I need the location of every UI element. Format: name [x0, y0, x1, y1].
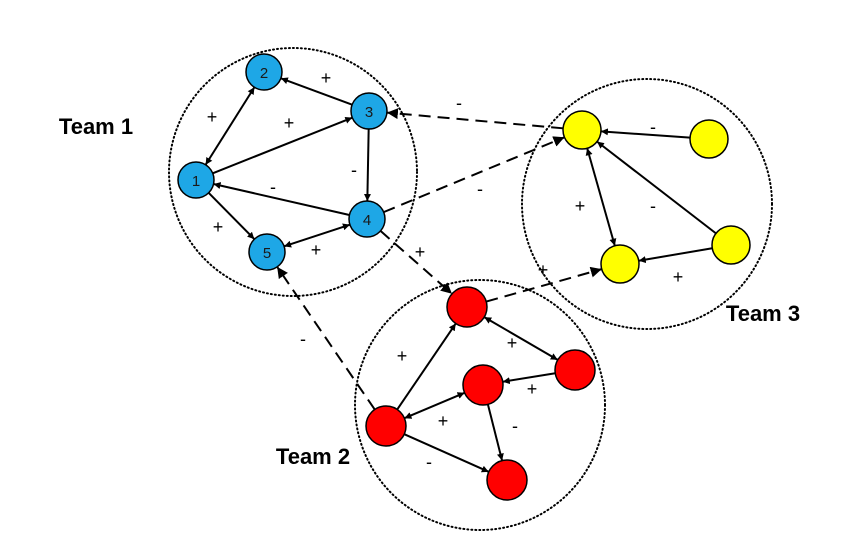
edge-n4-y1: [383, 136, 565, 214]
edge-r4-r5: [403, 433, 490, 473]
node-label-n4: 4: [363, 212, 371, 229]
edge-sign-n4-n1: -: [270, 177, 276, 197]
edge-sign-r4-n5: -: [300, 329, 306, 349]
edge-sign-y1-n3: -: [456, 93, 462, 113]
node-y1: [562, 110, 602, 150]
node-n2: [245, 53, 283, 91]
edge-r4-n5: [276, 266, 376, 411]
edge-sign-y2-y1: -: [650, 117, 656, 137]
edge-n3-n2: [280, 77, 353, 106]
node-r3: [462, 364, 504, 406]
node-label-n2: 2: [260, 65, 268, 82]
node-r2: [554, 349, 596, 391]
node-label-n1: 1: [192, 173, 200, 190]
edges-layer: [204, 77, 717, 473]
edge-y1-n3: [386, 108, 564, 130]
edge-sign-r3-r5: -: [512, 416, 518, 436]
edge-sign-n3-n4: -: [351, 160, 357, 180]
edge-sign-r3-r4: +: [438, 411, 449, 431]
edge-n1-n5: [207, 192, 256, 240]
edge-n3-n4: [363, 128, 371, 202]
edge-sign-r2-r3: +: [527, 379, 538, 399]
node-label-n3: 3: [365, 104, 373, 121]
edge-sign-r4-r5: -: [426, 452, 432, 472]
node-y3: [711, 225, 751, 265]
node-r1: [446, 286, 488, 328]
edge-sign-y3-y4: +: [673, 267, 684, 287]
edge-sign-r1-r2: +: [507, 333, 518, 353]
edge-r4-r1: [396, 322, 457, 411]
node-n1: [177, 161, 215, 199]
node-y2: [689, 119, 729, 159]
edge-r1-r2: [483, 316, 559, 361]
edge-sign-n3-n2: +: [321, 68, 332, 88]
edge-n4-r1: [379, 230, 453, 295]
edge-sign-y1-y4: +: [575, 196, 586, 216]
edge-y1-y4: [585, 148, 617, 246]
edge-sign-n4-n5: +: [311, 240, 322, 260]
edge-sign-r1-y4: +: [538, 260, 549, 280]
team-3-label: Team 3: [726, 301, 800, 326]
node-r5: [486, 459, 528, 501]
team-2-boundary: [354, 279, 606, 531]
edge-n1-n3: [212, 116, 353, 175]
edge-sign-r4-r1: +: [397, 346, 408, 366]
edge-n4-n1: [213, 182, 350, 216]
node-r4: [365, 405, 407, 447]
edge-sign-n4-r1: +: [415, 242, 426, 262]
edge-r2-r3: [502, 372, 556, 385]
node-y4: [600, 244, 640, 284]
team-2-label: Team 2: [276, 444, 350, 469]
edge-y3-y1: [596, 140, 717, 235]
edge-n4-n5: [283, 223, 351, 248]
node-label-n5: 5: [263, 245, 271, 262]
edge-sign-n1-n5: +: [213, 217, 224, 237]
edge-y2-y1: [600, 128, 691, 139]
node-n3: [350, 92, 388, 130]
edge-r3-r4: [404, 391, 465, 420]
edge-n1-n2: [204, 86, 256, 166]
edge-sign-n1-n2: +: [207, 107, 218, 127]
edge-signs-layer: +++--++--+-+-+-+++++--: [207, 68, 684, 472]
team-3-boundary: [521, 78, 773, 330]
node-n4: [348, 200, 386, 238]
edge-sign-n1-n3: +: [284, 113, 295, 133]
nodes-layer: 1 2 3 4 5: [177, 53, 751, 501]
edge-r1-y4: [485, 266, 602, 303]
edge-y3-y4: [638, 247, 713, 264]
node-n5: [248, 233, 286, 271]
edge-r3-r5: [486, 404, 504, 461]
team-1-label: Team 1: [59, 114, 133, 139]
edge-sign-n4-y1: -: [477, 179, 483, 199]
team-1-boundary: [168, 47, 418, 297]
edge-sign-y3-y1: -: [650, 196, 656, 216]
